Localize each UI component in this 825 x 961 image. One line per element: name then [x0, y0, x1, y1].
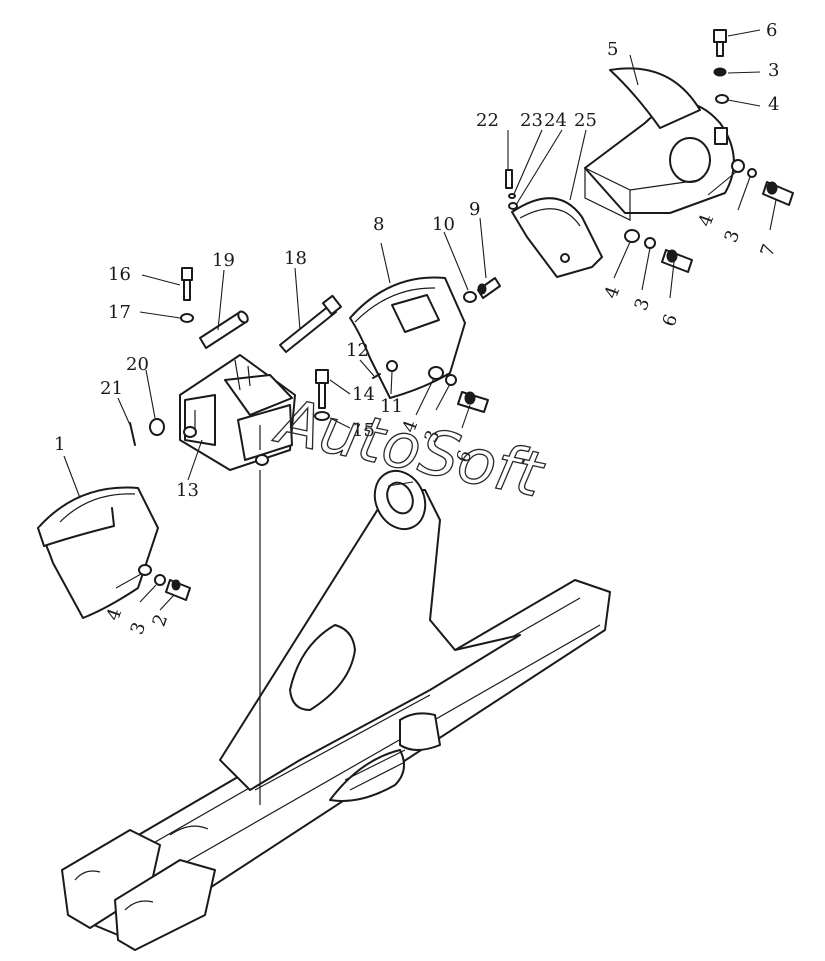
- callout-4c: 4: [695, 211, 719, 229]
- part-rear-lower-bolt-group: [624, 229, 693, 273]
- part-20-21-bushing-cotter: [129, 418, 165, 446]
- track-frame: [61, 469, 611, 951]
- part-right-bolt-group: [731, 159, 794, 206]
- callout-24: 24: [544, 110, 567, 131]
- part-13-bracket: [179, 354, 296, 471]
- callout-4b: 4: [768, 94, 779, 115]
- part-1-front-cover: [37, 486, 159, 619]
- callout-3c: 3: [721, 227, 745, 245]
- leader-lines: [63, 29, 777, 611]
- callout-25: 25: [574, 110, 597, 131]
- callout-3b: 3: [768, 60, 779, 81]
- part-25-rear-cover: [511, 197, 603, 278]
- part-14-15-bolt: [314, 369, 330, 421]
- callout-1: 1: [54, 434, 65, 455]
- callout-6a: 6: [766, 20, 777, 41]
- part-top-right-bolt-group: [713, 29, 729, 104]
- callout-12: 12: [346, 340, 369, 361]
- callout-22: 22: [476, 110, 499, 131]
- callout-4d: 4: [601, 283, 625, 301]
- callout-14: 14: [352, 384, 375, 405]
- callout-2: 2: [149, 611, 173, 629]
- callout-17: 17: [108, 302, 131, 323]
- part-18-long-bolt: [279, 294, 343, 353]
- callout-11: 11: [380, 396, 403, 417]
- callout-8: 8: [373, 214, 384, 235]
- callout-4a: 4: [103, 605, 127, 623]
- part-2-bolt-group: [138, 564, 191, 601]
- callout-3a: 3: [127, 619, 151, 637]
- callout-21: 21: [100, 378, 123, 399]
- part-11-12-small: [372, 360, 398, 379]
- callout-16: 16: [108, 264, 131, 285]
- part-9-10-bolt: [463, 277, 501, 303]
- callout-5: 5: [607, 39, 618, 60]
- callout-13: 13: [176, 480, 199, 501]
- part-5-sprocket-guard: [584, 67, 735, 221]
- part-22-23-24-bolt: [505, 169, 518, 210]
- callout-9: 9: [469, 199, 480, 220]
- callout-10: 10: [432, 214, 455, 235]
- callout-7: 7: [757, 241, 781, 259]
- callout-18: 18: [284, 248, 307, 269]
- callout-20: 20: [126, 354, 149, 375]
- callout-3d: 3: [631, 295, 655, 313]
- callout-23: 23: [520, 110, 543, 131]
- part-16-17-bolt-washer: [180, 267, 194, 323]
- callout-6b: 6: [659, 311, 683, 329]
- callout-15: 15: [352, 420, 375, 441]
- callout-19: 19: [212, 250, 235, 271]
- part-middle-bolt-group: [428, 366, 489, 413]
- part-19-pin: [199, 310, 249, 349]
